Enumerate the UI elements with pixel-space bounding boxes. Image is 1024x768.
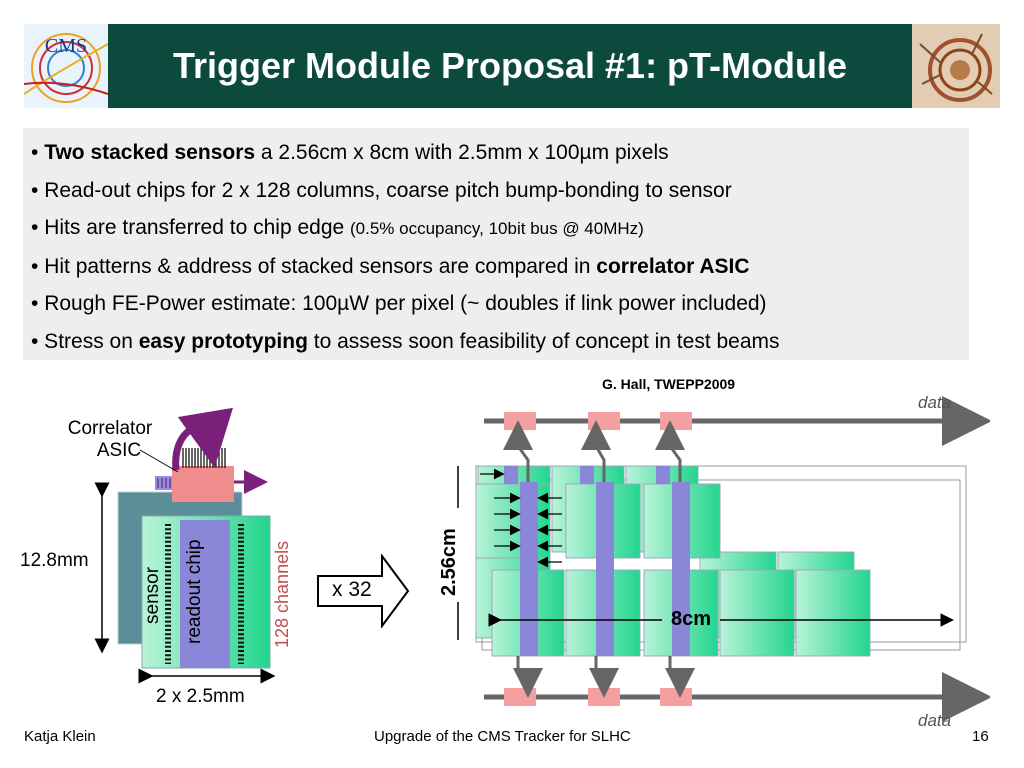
bullet-item: • Hits are transferred to chip edge (0.5… xyxy=(31,216,644,240)
bullet-item: • Stress on easy prototyping to assess s… xyxy=(31,329,780,353)
credit-label: G. Hall, TWEPP2009 xyxy=(602,376,736,392)
correlator-label: Correlator ASIC xyxy=(67,418,153,461)
chip-label: readout chip xyxy=(184,539,205,644)
width-label: 2 x 2.5mm xyxy=(156,686,245,707)
cms-logo: CMS xyxy=(24,24,108,108)
channels-label: 128 channels xyxy=(272,540,292,648)
bullet-item: • Read-out chips for 2 x 128 columns, co… xyxy=(31,178,732,202)
data-label-bottom: data xyxy=(918,711,952,730)
footer-author: Katja Klein xyxy=(24,728,96,745)
title-bar: CMS Trigger Module Proposal #1: pT-Modul… xyxy=(24,24,1000,108)
height-label-256: 2.56cm xyxy=(438,528,460,596)
detector-image xyxy=(912,24,1000,108)
bullet-list: • Two stacked sensors a 2.56cm x 8cm wit… xyxy=(23,128,969,360)
bullet-item: • Hit patterns & address of stacked sens… xyxy=(31,254,750,278)
cms-logo-text: CMS xyxy=(45,35,87,57)
bullet-item: • Two stacked sensors a 2.56cm x 8cm wit… xyxy=(31,141,669,164)
stacked-module-diagram xyxy=(457,396,990,722)
multiplier-arrow xyxy=(317,554,410,628)
multiplier-label: x 32 xyxy=(332,578,372,601)
length-label-8cm: 8cm xyxy=(671,608,712,630)
page-title: Trigger Module Proposal #1: pT-Module xyxy=(172,45,848,86)
page-number: 16 xyxy=(972,728,989,745)
bullet-item: • Rough FE-Power estimate: 100µW per pix… xyxy=(31,292,767,316)
module-diagram xyxy=(94,407,276,684)
data-label-top: data xyxy=(918,393,952,412)
footer-title: Upgrade of the CMS Tracker for SLHC xyxy=(374,728,631,745)
height-label: 12.8mm xyxy=(20,550,89,571)
sensor-label: sensor xyxy=(142,566,163,624)
